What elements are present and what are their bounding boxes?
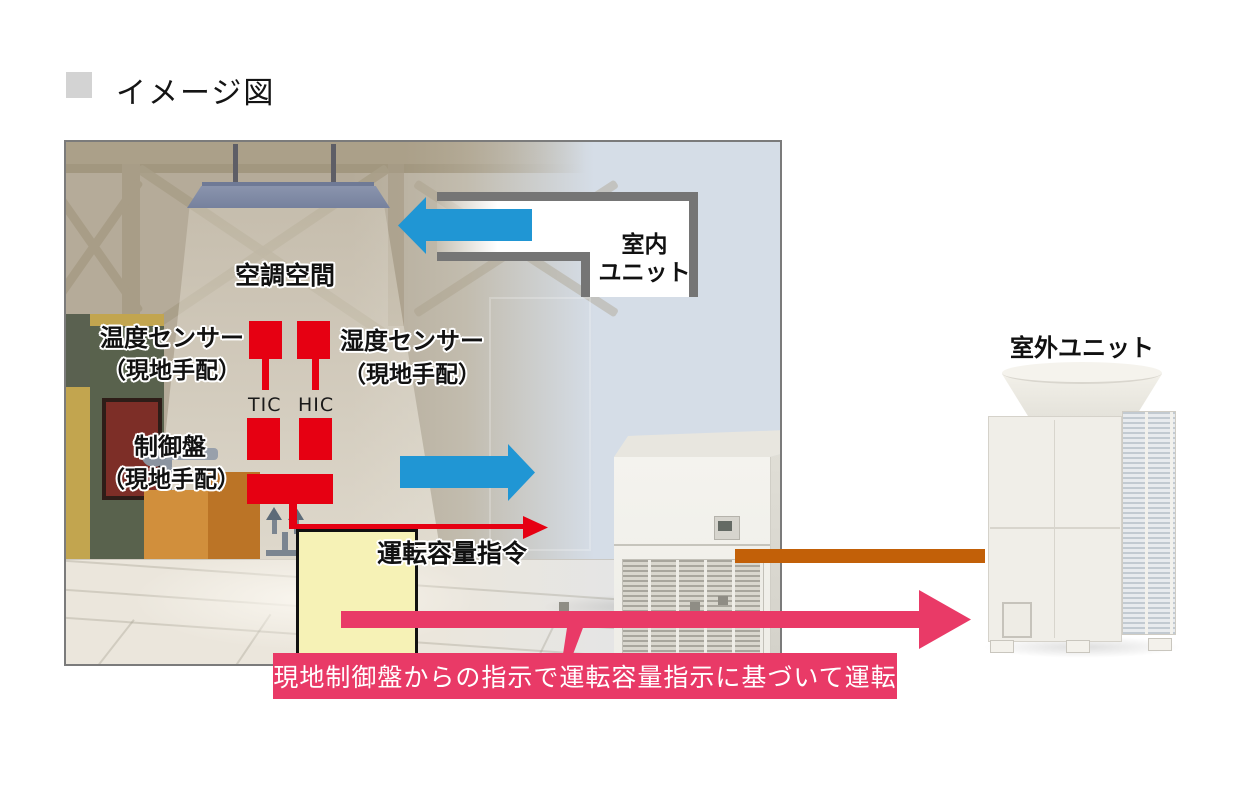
title-marker-icon [66, 72, 92, 98]
duct-outline [689, 192, 698, 297]
label-capacity-command: 運転容量指令 [376, 539, 527, 568]
indoor-unit-foot [690, 602, 700, 611]
outdoor-unit-coil [1122, 411, 1176, 635]
duct-outline [437, 192, 698, 201]
diagram-figure: 空調空間 室内 ユニット 温度センサー （現地手配） 湿度センサー （現地手配）… [64, 140, 782, 666]
window-frame [489, 297, 591, 551]
label-outdoor-unit: 室外ユニット [1010, 334, 1154, 362]
duct-outline [581, 252, 590, 297]
sensor-wire [262, 359, 269, 390]
label-conditioned-space: 空調空間 [235, 261, 336, 290]
indoor-unit-seam [614, 544, 770, 546]
indoor-unit-screen [718, 521, 732, 531]
label-control-panel-line2: （現地手配） [102, 467, 240, 493]
signpost-base [266, 550, 304, 556]
humidity-sensor [297, 321, 330, 359]
cabinet-side [66, 314, 90, 387]
capacity-signal-arrow-head-icon [919, 590, 971, 649]
lamp-rod [331, 144, 336, 190]
capacity-signal-arrow-shaft [341, 611, 921, 628]
control-panel [296, 529, 418, 664]
label-tic: TIC [248, 394, 282, 416]
signpost-arrow-icon [266, 507, 282, 520]
signpost [272, 520, 277, 534]
command-wire-stub [289, 504, 297, 528]
outdoor-unit-access-panel [1002, 602, 1032, 638]
crate [144, 490, 208, 559]
label-temp-sensor-line1: 温度センサー [100, 324, 244, 352]
machine-pivot-hub [150, 450, 158, 458]
label-humidity-sensor-line2: （現地手配） [343, 362, 481, 388]
lamp-shade [187, 186, 390, 208]
signpost-pole [282, 532, 288, 554]
temperature-sensor [249, 321, 282, 359]
indoor-unit-top [614, 430, 780, 457]
outdoor-unit-seam [990, 527, 1120, 529]
refrigerant-pipe [735, 549, 985, 563]
cabinet-top [90, 314, 164, 326]
cabinet-side-panel [66, 387, 90, 559]
lamp-rod [233, 144, 238, 190]
lamp-plate [202, 182, 374, 188]
indoor-unit-foot [718, 596, 728, 605]
label-humidity-sensor-line1: 湿度センサー [340, 327, 484, 355]
roof-band [66, 142, 586, 164]
label-indoor-unit-line2: ユニット [598, 260, 691, 286]
return-air-arrow-shaft [400, 456, 510, 488]
banner: 現地制御盤からの指示で運転容量指示に基づいて運転 [273, 653, 897, 699]
duct-outline [437, 252, 590, 261]
label-control-panel-line1: 制御盤 [134, 433, 206, 461]
command-line [289, 524, 525, 529]
label-temp-sensor-line2: （現地手配） [103, 358, 241, 384]
hic-indicator [299, 418, 332, 460]
panel-output-block [247, 474, 333, 504]
page-title: イメージ図 [116, 76, 276, 111]
outdoor-unit-seam [1054, 420, 1055, 638]
indoor-unit-foot [559, 602, 569, 611]
tic-indicator [247, 418, 280, 460]
label-hic: HIC [298, 394, 335, 416]
outdoor-unit-foot [990, 640, 1014, 653]
outdoor-unit-fan-rim [1002, 362, 1162, 384]
machine-arm [154, 448, 218, 460]
outdoor-unit-foot [1148, 638, 1172, 651]
sensor-wire [312, 359, 319, 390]
outdoor-unit-foot [1066, 640, 1090, 653]
supply-air-arrow-shaft [422, 209, 532, 241]
label-indoor-unit-line1: 室内 [621, 232, 668, 258]
roof-beam [66, 164, 586, 173]
